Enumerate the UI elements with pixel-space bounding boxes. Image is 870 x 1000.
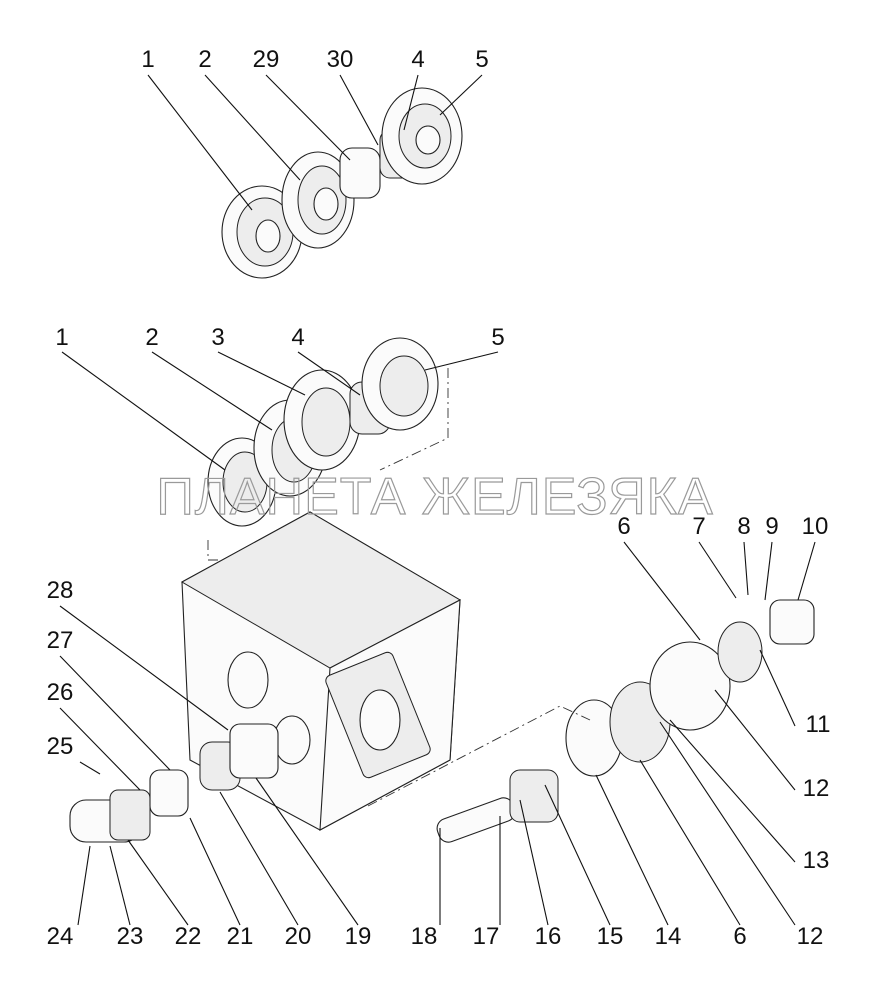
- callout-bottom-20: 20: [285, 923, 312, 950]
- callout-bottom-14: 14: [655, 923, 682, 950]
- callouts-right-group: 6 7 8 9 10: [617, 513, 829, 641]
- callout-right-10: 10: [802, 513, 829, 540]
- callouts-bottom-group: 24 23 22 21 20 19 18 17 16 15 14 6 12: [47, 721, 824, 950]
- callouts-middle-group: 1 2 3 4 5: [55, 324, 505, 471]
- callout-bottom-23: 23: [117, 923, 144, 950]
- top-gear-group: [221, 87, 463, 279]
- callout-side-12: 12: [803, 775, 830, 802]
- callouts-side-group: 11 12 13: [669, 649, 831, 874]
- gear-5-top: [381, 87, 463, 185]
- callout-bottom-22: 22: [175, 923, 202, 950]
- callout-side-13: 13: [803, 847, 830, 874]
- callout-bottom-12: 12: [797, 923, 824, 950]
- watermark-text: ПЛАНЕТА ЖЕЛЕЗЯКА: [156, 468, 713, 526]
- callout-top-4: 4: [411, 46, 424, 73]
- callout-left-27: 27: [47, 627, 74, 654]
- callout-mid-2: 2: [145, 324, 158, 351]
- callout-bottom-16: 16: [535, 923, 562, 950]
- mid-group-frame-dash: [379, 368, 449, 471]
- callout-top-1: 1: [141, 46, 154, 73]
- callout-left-28: 28: [47, 577, 74, 604]
- gear-5-mid: [361, 337, 439, 431]
- callout-right-6: 6: [617, 513, 630, 540]
- callout-mid-5: 5: [491, 324, 504, 351]
- callouts-left-group: 28 27 26 25: [47, 577, 229, 791]
- callout-top-2: 2: [198, 46, 211, 73]
- callout-right-7: 7: [692, 513, 705, 540]
- callouts-top-group: 1 2 29 30 4 5: [141, 46, 489, 211]
- middle-gear-group: [207, 337, 449, 561]
- callout-bottom-24: 24: [47, 923, 74, 950]
- callout-side-11: 11: [806, 711, 831, 738]
- right-shaft-assembly: [367, 599, 815, 843]
- callout-bottom-17: 17: [473, 923, 500, 950]
- sleeve-29-top: [339, 147, 381, 199]
- callout-left-25: 25: [47, 733, 74, 760]
- gear-3-mid: [283, 369, 361, 471]
- callout-top-5: 5: [475, 46, 488, 73]
- callout-left-26: 26: [47, 679, 74, 706]
- callout-bottom-18: 18: [411, 923, 438, 950]
- callout-right-9: 9: [765, 513, 778, 540]
- callout-right-8: 8: [737, 513, 750, 540]
- callout-mid-4: 4: [291, 324, 304, 351]
- gear-2-top: [281, 151, 355, 249]
- callout-top-30: 30: [327, 46, 354, 73]
- callout-bottom-6: 6: [733, 923, 746, 950]
- left-shaft-assembly: [69, 723, 279, 843]
- callout-bottom-15: 15: [597, 923, 624, 950]
- callout-mid-1: 1: [55, 324, 68, 351]
- callout-mid-3: 3: [211, 324, 224, 351]
- callout-bottom-21: 21: [227, 923, 254, 950]
- callout-top-29: 29: [253, 46, 280, 73]
- callout-bottom-19: 19: [345, 923, 372, 950]
